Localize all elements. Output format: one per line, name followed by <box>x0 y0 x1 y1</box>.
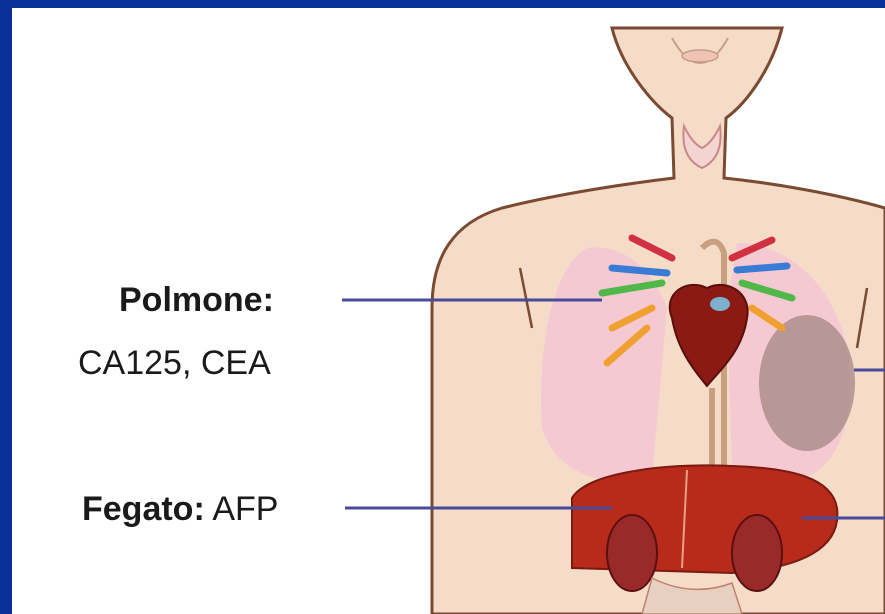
liver-label: Fegato: AFP <box>82 489 278 529</box>
left-kidney <box>732 515 782 591</box>
lung-markers: CA125, CEA <box>78 343 271 383</box>
lung-mass <box>759 315 855 451</box>
mouth <box>682 50 718 62</box>
heart-vessel <box>710 297 730 311</box>
right-kidney <box>607 515 657 591</box>
lung-label: Polmone: <box>119 280 274 320</box>
liver-markers: AFP <box>212 490 278 528</box>
illustration-panel: Polmone: CA125, CEA Fegato: AFP <box>12 8 885 614</box>
liver-organ-name: Fegato: <box>82 490 205 528</box>
lung-organ-name: Polmone: <box>119 281 274 319</box>
